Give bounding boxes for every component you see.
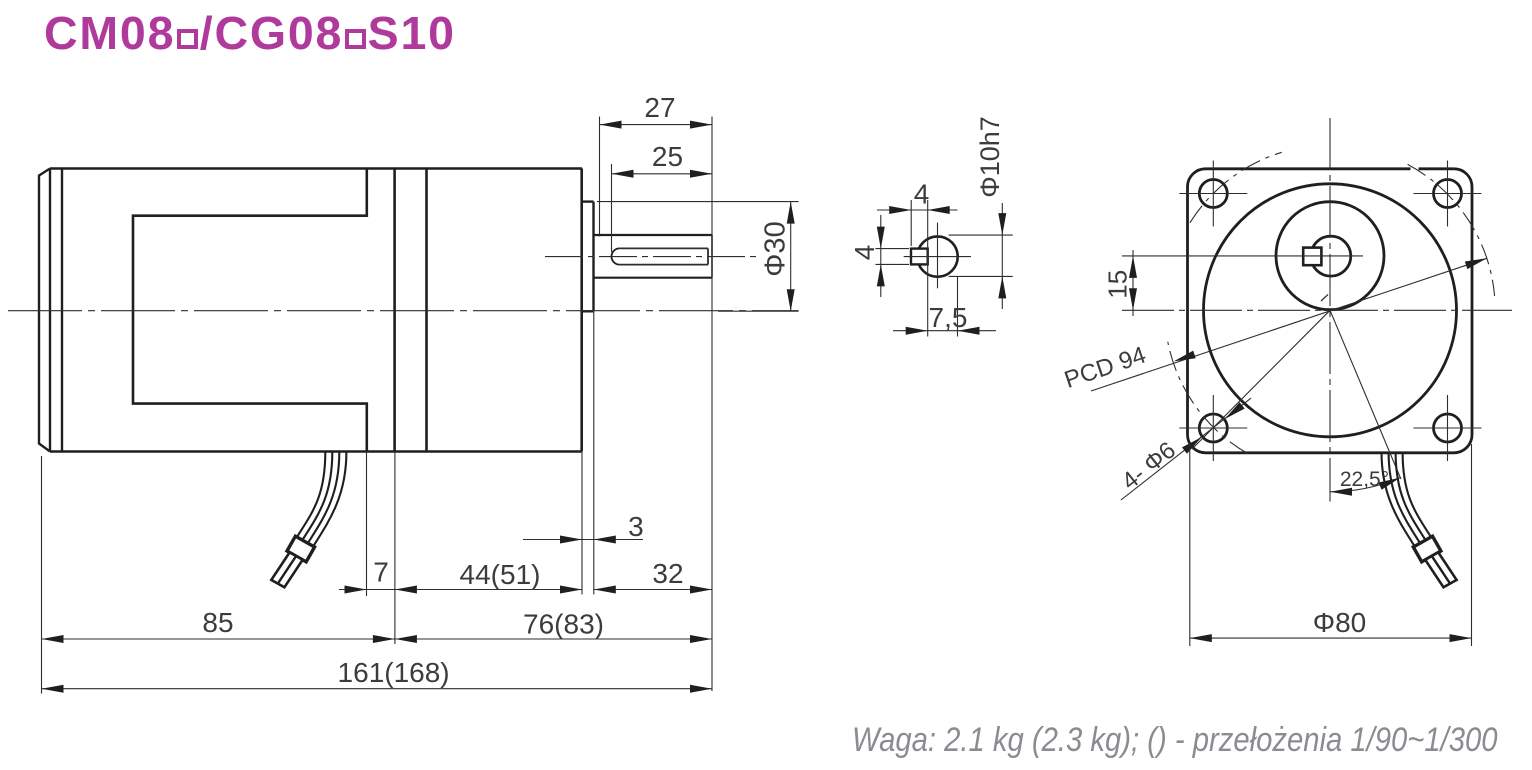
svg-text:4- Φ6: 4- Φ6 [1117, 437, 1181, 496]
svg-text:161(168): 161(168) [338, 657, 450, 688]
svg-text:85: 85 [202, 607, 233, 638]
svg-text:22,5°: 22,5° [1340, 468, 1389, 491]
svg-text:27: 27 [644, 92, 675, 123]
svg-text:7: 7 [373, 557, 389, 588]
svg-text:76(83): 76(83) [523, 609, 604, 640]
svg-text:32: 32 [652, 558, 683, 589]
svg-text:7,5: 7,5 [929, 302, 968, 333]
svg-text:25: 25 [652, 141, 683, 172]
svg-text:15: 15 [1103, 270, 1133, 299]
svg-text:3: 3 [628, 511, 644, 542]
svg-text:44(51): 44(51) [460, 559, 541, 590]
svg-text:Φ80: Φ80 [1313, 607, 1366, 638]
svg-text:4: 4 [849, 245, 880, 261]
svg-text:4: 4 [914, 179, 930, 210]
svg-text:Φ30: Φ30 [760, 221, 792, 276]
svg-text:Φ10h7: Φ10h7 [975, 116, 1005, 198]
